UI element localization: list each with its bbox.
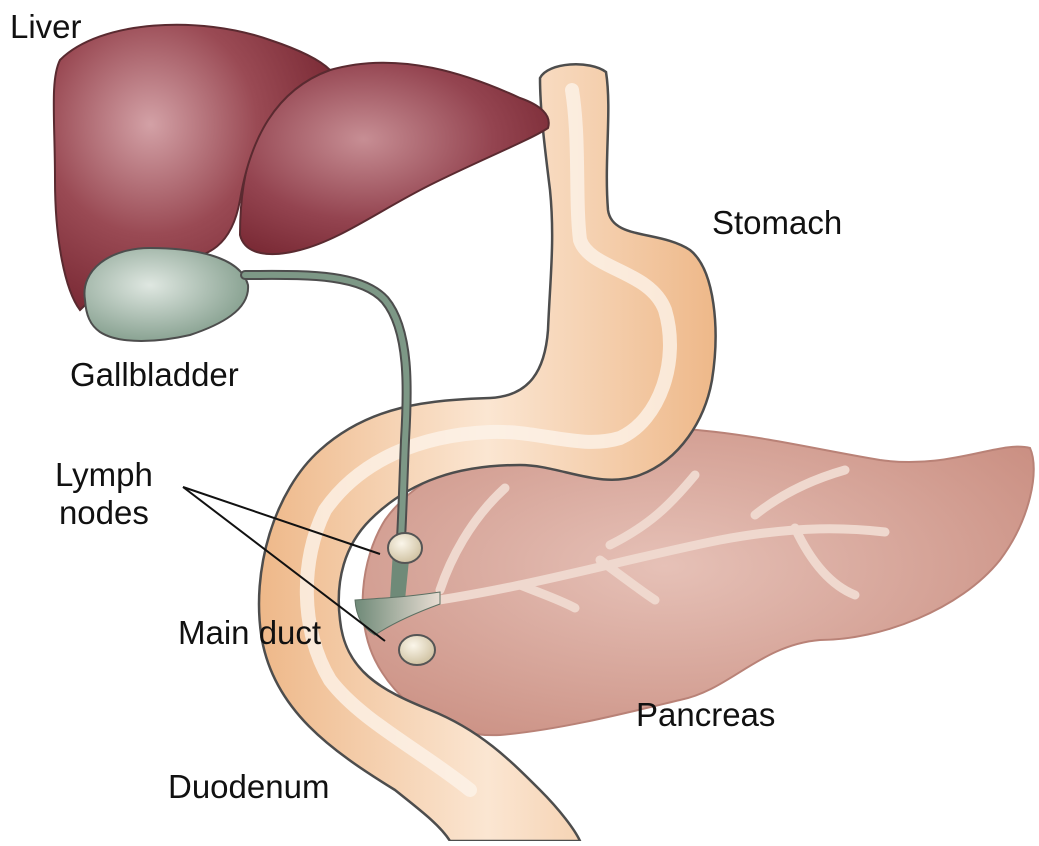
label-duodenum: Duodenum <box>168 768 329 806</box>
label-liver: Liver <box>10 8 82 46</box>
lymph-node-upper <box>388 533 422 563</box>
label-main-duct: Main duct <box>178 614 321 652</box>
label-stomach: Stomach <box>712 204 842 242</box>
label-gallbladder: Gallbladder <box>70 356 239 394</box>
label-lymph-line1: Lymph <box>55 456 153 494</box>
label-lymph-nodes: Lymph nodes <box>55 456 153 532</box>
label-lymph-line2: nodes <box>55 494 153 532</box>
label-pancreas: Pancreas <box>636 696 775 734</box>
lymph-node-lower <box>399 635 435 665</box>
gallbladder <box>84 248 248 341</box>
